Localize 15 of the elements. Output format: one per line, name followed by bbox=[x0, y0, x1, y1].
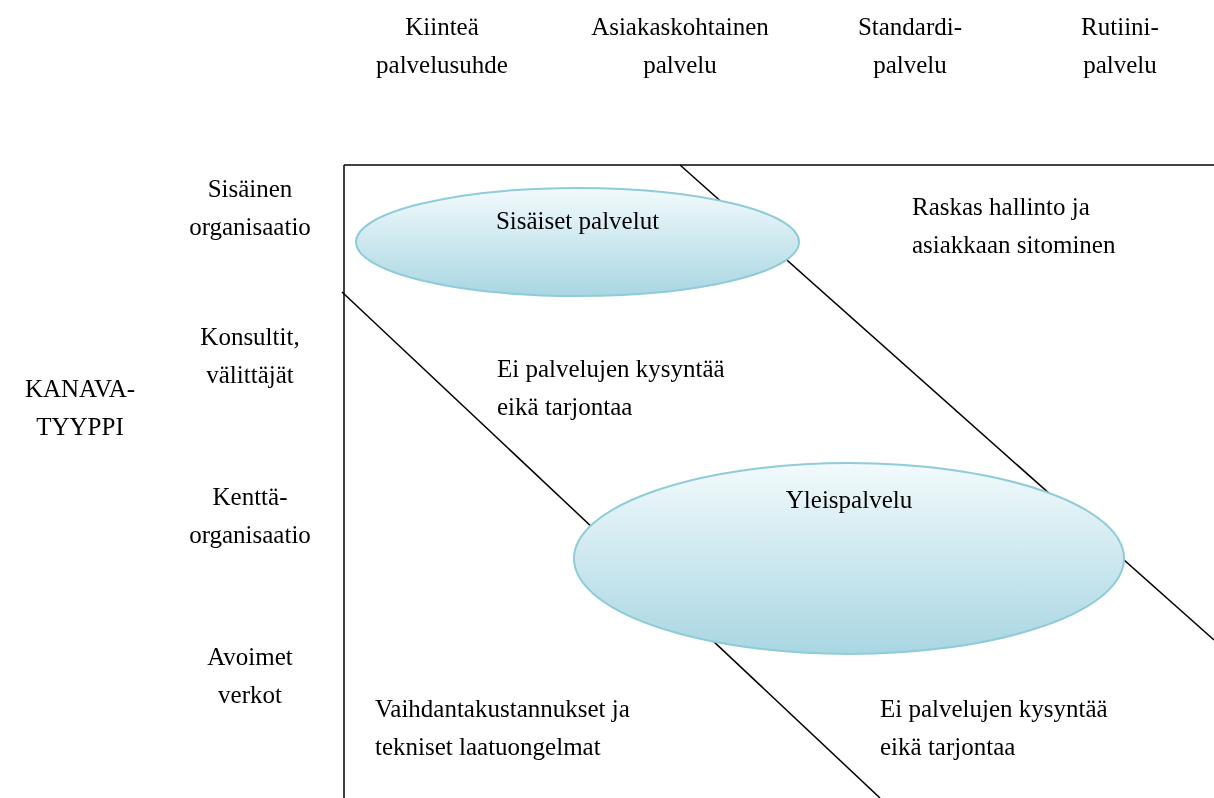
row-header: Kenttä- organisaatio bbox=[188, 482, 312, 550]
region-text: Ei palvelujen kysyntää eikä tarjontaa bbox=[880, 694, 1109, 762]
row-header: Avoimet verkot bbox=[206, 642, 294, 710]
row-header: Konsultit, välittäjät bbox=[199, 322, 301, 390]
region-text: Vaihdantakustannukset ja tekniset laatuongelmat bbox=[375, 694, 631, 762]
column-header: Kiinteä palvelusuhde bbox=[375, 12, 509, 80]
row-header: Sisäinen organisaatio bbox=[188, 174, 312, 242]
column-header: Asiakaskohtainen palvelu bbox=[590, 12, 770, 80]
column-header: Standardi- palvelu bbox=[856, 12, 964, 80]
ellipse-label: Yleispalvelu bbox=[785, 485, 913, 515]
region-text: Raskas hallinto ja asiakkaan sitominen bbox=[912, 192, 1117, 260]
region-text: Ei palvelujen kysyntää eikä tarjontaa bbox=[497, 354, 726, 422]
column-header: Rutiini- palvelu bbox=[1080, 12, 1160, 80]
ellipse-label: Sisäiset palvelut bbox=[495, 206, 660, 236]
axis-title: KANAVA- TYYPPI bbox=[23, 374, 137, 442]
